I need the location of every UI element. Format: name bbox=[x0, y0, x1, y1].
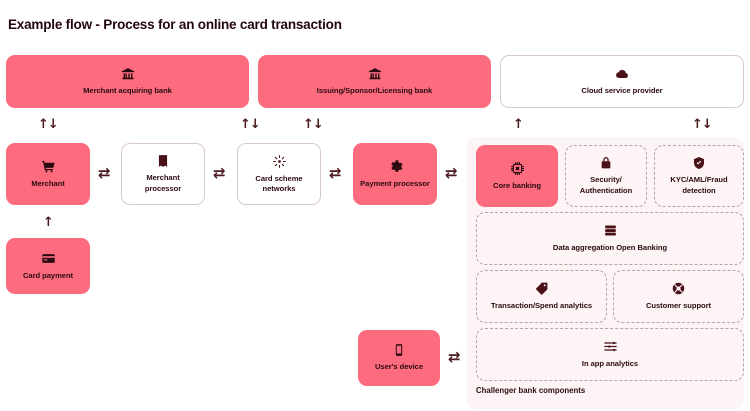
node-label: Issuing/Sponsor/Licensing bank bbox=[316, 85, 433, 95]
node-label: Customer support bbox=[645, 301, 711, 311]
mobile-phone-icon bbox=[392, 343, 406, 357]
connector-card-scheme-to-payment-processor: ⇄ bbox=[329, 164, 342, 182]
node-label: Card scheme networks bbox=[255, 173, 303, 194]
node-label: Core banking bbox=[493, 180, 541, 190]
node-users-device[interactable]: User's device bbox=[358, 330, 440, 386]
node-security-authentication[interactable]: Security/ Authentication bbox=[565, 145, 647, 207]
node-label: Merchant bbox=[31, 178, 65, 188]
node-label: Payment processor bbox=[360, 178, 430, 188]
sliders-icon bbox=[603, 339, 618, 354]
node-card-payment[interactable]: Card payment bbox=[6, 238, 90, 294]
node-merchant-processor[interactable]: Merchant processor bbox=[121, 143, 205, 205]
connector-core-banking-to-cloud: ↑ bbox=[513, 117, 524, 132]
node-in-app-analytics[interactable]: In app analytics bbox=[476, 328, 744, 381]
challenger-panel-caption: Challenger bank components bbox=[476, 386, 586, 395]
connector-card-scheme-to-issuing-bank-right: ↑↓ bbox=[303, 117, 324, 132]
node-card-scheme-networks[interactable]: Card scheme networks bbox=[237, 143, 321, 205]
node-label-line1: Security/ bbox=[590, 175, 622, 184]
node-merchant-acquiring-bank[interactable]: Merchant acquiring bank bbox=[6, 55, 249, 108]
node-label: Cloud service provider bbox=[581, 85, 663, 95]
lifebuoy-icon bbox=[671, 281, 686, 296]
database-icon bbox=[603, 223, 618, 238]
node-kyc-aml-fraud-detection[interactable]: KYC/AML/Fraud detection bbox=[654, 145, 744, 207]
connector-card-scheme-to-issuing-bank-left: ↑↓ bbox=[240, 117, 261, 132]
receipt-refund-icon bbox=[156, 154, 170, 168]
node-label: Transaction/Spend analytics bbox=[490, 301, 593, 311]
node-payment-processor[interactable]: Payment processor bbox=[353, 143, 437, 205]
node-data-aggregation-open-banking[interactable]: Data aggregation Open Banking bbox=[476, 212, 744, 265]
gear-icon bbox=[388, 159, 403, 174]
price-tag-icon bbox=[534, 281, 549, 296]
credit-card-icon bbox=[41, 251, 56, 266]
node-label: Merchant acquiring bank bbox=[83, 85, 172, 95]
node-label: Data aggregation Open Banking bbox=[552, 243, 668, 253]
connector-users-device-to-in-app-analytics: ⇄ bbox=[448, 348, 461, 366]
node-label-line2: detection bbox=[682, 185, 716, 195]
bank-icon bbox=[368, 67, 382, 81]
node-issuing-sponsor-licensing-bank[interactable]: Issuing/Sponsor/Licensing bank bbox=[258, 55, 491, 108]
connector-payment-processor-to-core-banking: ⇄ bbox=[445, 164, 458, 182]
shield-check-icon bbox=[692, 156, 706, 170]
node-label: Card payment bbox=[22, 270, 74, 280]
page-title: Example flow - Process for an online car… bbox=[8, 17, 342, 32]
cloud-icon bbox=[615, 67, 629, 81]
node-label-line1: KYC/AML/Fraud bbox=[670, 175, 728, 184]
node-customer-support[interactable]: Customer support bbox=[613, 270, 744, 323]
shopping-cart-icon bbox=[41, 159, 56, 174]
bank-icon bbox=[121, 67, 135, 81]
node-transaction-spend-analytics[interactable]: Transaction/Spend analytics bbox=[476, 270, 607, 323]
node-core-banking[interactable]: Core banking bbox=[476, 145, 558, 207]
connector-kyc-to-cloud: ↑↓ bbox=[692, 117, 713, 132]
connector-merchant-processor-to-card-scheme: ⇄ bbox=[213, 164, 226, 182]
node-cloud-service-provider[interactable]: Cloud service provider bbox=[500, 55, 744, 108]
node-label: User's device bbox=[374, 362, 424, 372]
connector-merchant-to-acquiring-bank: ↑↓ bbox=[38, 117, 59, 132]
chip-icon bbox=[510, 161, 525, 176]
connector-card-payment-to-merchant: ↑ bbox=[43, 215, 54, 230]
connector-merchant-to-merchant-processor: ⇄ bbox=[98, 164, 111, 182]
network-nodes-icon bbox=[272, 154, 287, 169]
node-merchant[interactable]: Merchant bbox=[6, 143, 90, 205]
node-label: Merchant processor bbox=[144, 173, 182, 193]
lock-icon bbox=[599, 156, 613, 170]
node-label: In app analytics bbox=[581, 359, 639, 369]
node-label-line2: Authentication bbox=[579, 185, 633, 195]
